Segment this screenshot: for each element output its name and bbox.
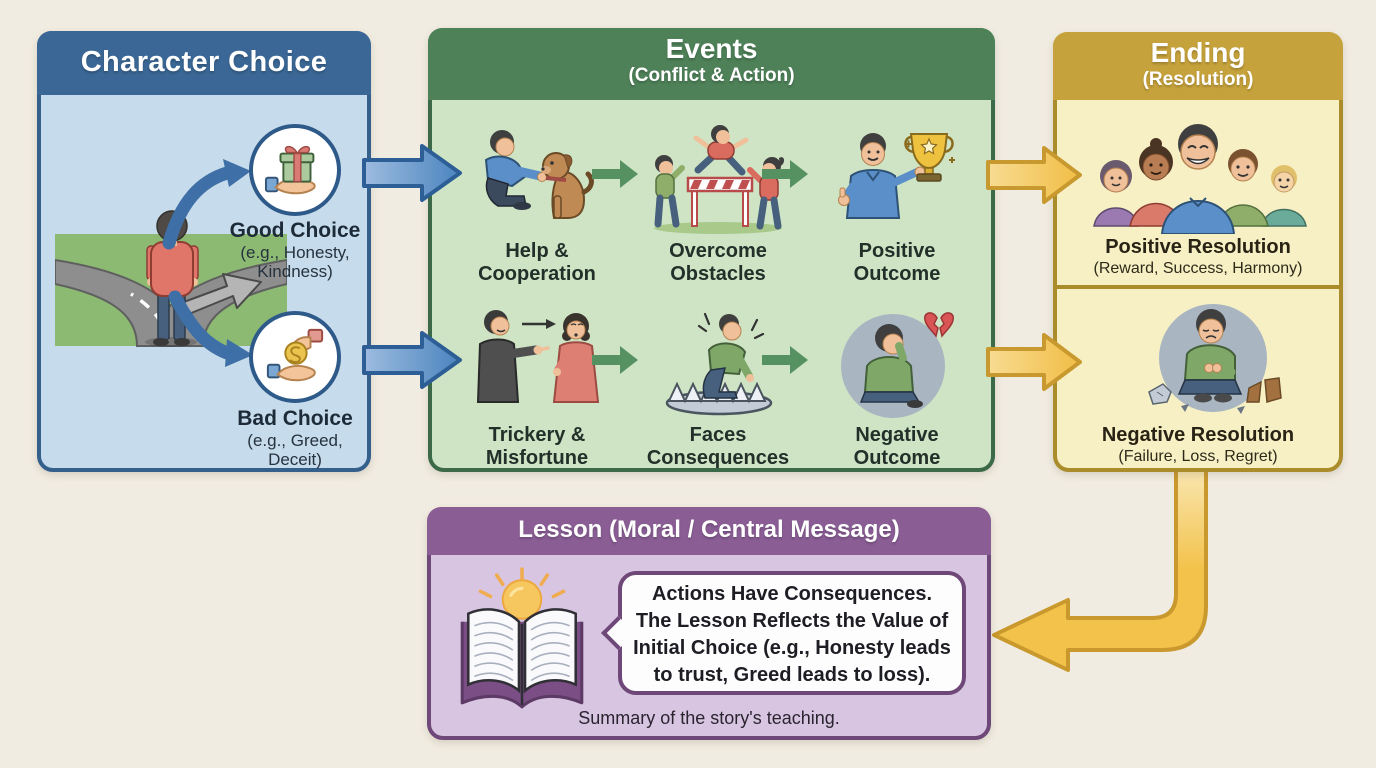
faces-consequences-label-1: Faces: [689, 424, 747, 446]
positive-outcome-label-1: Positive: [858, 240, 936, 262]
step-help-cooperation: Help & Cooperation: [452, 118, 622, 286]
bad-choice-badge: [249, 311, 341, 403]
coin-in-hand-icon: [266, 328, 324, 382]
happy-group-icon: [1093, 124, 1307, 235]
negative-resolution-label: Negative Resolution: [1101, 424, 1295, 446]
ending-title: Ending: [1150, 37, 1246, 68]
positive-outcome-label-2: Outcome: [853, 263, 941, 285]
faces-consequences-label-2: Consequences: [646, 447, 790, 469]
bad-choice-label: Bad Choice: [237, 407, 353, 430]
bad-choice-example-1: (e.g., Greed,: [247, 431, 343, 450]
open-book-icon: [460, 567, 584, 709]
bad-choice-example-2: Deceit): [268, 450, 322, 469]
step-trickery-misfortune: Trickery & Misfortune: [452, 302, 622, 470]
help-cooperation-label-2: Cooperation: [478, 263, 596, 285]
person-with-trophy-icon: [838, 133, 955, 219]
events-subtitle: (Conflict & Action): [628, 65, 795, 86]
character-choice-panel: Character Choice: [37, 31, 371, 472]
step-faces-consequences: Faces Consequences: [633, 302, 803, 470]
negative-resolution-illustration: [1133, 300, 1293, 427]
step-negative-outcome: Negative Outcome: [812, 302, 982, 470]
positive-resolution-label: Positive Resolution: [1105, 236, 1291, 258]
events-title: Events: [665, 33, 758, 64]
good-choice-label: Good Choice: [229, 219, 361, 242]
events-arrow-4: [762, 346, 808, 374]
lesson-title: Lesson (Moral / Central Message): [518, 516, 900, 543]
sad-person-broken-items-icon: [1148, 304, 1282, 414]
ending-to-lesson-arrow: [992, 470, 1208, 672]
ending-subtitle: (Resolution): [1142, 69, 1254, 90]
person-tricking-person-icon: [476, 310, 600, 403]
overcome-obstacles-label-1: Overcome: [669, 240, 767, 262]
ending-header: Ending (Resolution): [1053, 32, 1343, 100]
person-helping-dog-icon: [484, 130, 594, 219]
positive-resolution-illustration: [1078, 114, 1318, 239]
choice-arrows: [162, 159, 253, 367]
positive-outcome-arrow: [986, 146, 1082, 204]
negative-outcome-arrow: [986, 333, 1082, 391]
gift-in-hand-icon: [264, 146, 316, 195]
events-arrow-3: [592, 346, 638, 374]
lesson-text-line-3: Initial Choice (e.g., Honesty leads: [633, 637, 951, 659]
person-in-trap-icon: [665, 312, 773, 416]
help-cooperation-label-1: Help &: [505, 240, 569, 262]
positive-resolution-label-block: Positive Resolution (Reward, Success, Ha…: [1057, 236, 1339, 278]
lesson-book-illustration: [447, 565, 597, 722]
good-choice-label-block: Good Choice (e.g., Honesty, Kindness): [185, 219, 405, 281]
events-header: Events (Conflict & Action): [428, 28, 995, 100]
ending-section-divider: [1053, 285, 1343, 289]
character-choice-header: Character Choice: [37, 31, 371, 95]
fork-in-road-illustration: [55, 210, 287, 347]
good-choice-example-1: (e.g., Honesty,: [240, 243, 350, 262]
negative-resolution-examples: (Failure, Loss, Regret): [1118, 448, 1278, 465]
trickery-misfortune-label-2: Misfortune: [485, 447, 589, 469]
bad-choice-label-block: Bad Choice (e.g., Greed, Deceit): [185, 407, 405, 469]
lesson-header: Lesson (Moral / Central Message): [427, 507, 991, 555]
lesson-text-line-4: to trust, Greed leads to loss).: [653, 664, 931, 686]
good-choice-badge: [249, 124, 341, 216]
step-overcome-obstacles: Overcome Obstacles: [633, 118, 803, 286]
positive-resolution-examples: (Reward, Success, Harmony): [1093, 260, 1303, 277]
lesson-text-line-1: Actions Have Consequences.: [651, 583, 933, 605]
trickery-misfortune-label-1: Trickery &: [488, 424, 586, 446]
bad-path-arrow: [362, 331, 462, 389]
sad-person-broken-heart-icon: [841, 312, 954, 418]
events-arrow-2: [762, 160, 808, 188]
character-choice-title: Character Choice: [80, 46, 328, 78]
lesson-text-line-2: The Lesson Reflects the Value of: [635, 610, 949, 632]
good-choice-example-2: Kindness): [257, 262, 333, 281]
lesson-caption: Summary of the story's teaching.: [578, 708, 840, 728]
negative-outcome-label-2: Outcome: [853, 447, 941, 469]
overcome-obstacles-label-2: Obstacles: [670, 263, 766, 285]
good-path-arrow: [362, 144, 462, 202]
step-positive-outcome: Positive Outcome: [812, 118, 982, 286]
negative-resolution-label-block: Negative Resolution (Failure, Loss, Regr…: [1057, 424, 1339, 466]
ending-panel: Ending (Resolution): [1053, 32, 1343, 472]
negative-outcome-label-1: Negative: [855, 424, 939, 446]
events-arrow-1: [592, 160, 638, 188]
lesson-speech-bubble: Actions Have Consequences. The Lesson Re…: [601, 571, 966, 695]
events-panel: Events (Conflict & Action): [428, 28, 995, 472]
lesson-panel: Lesson (Moral / Central Message): [427, 507, 991, 740]
